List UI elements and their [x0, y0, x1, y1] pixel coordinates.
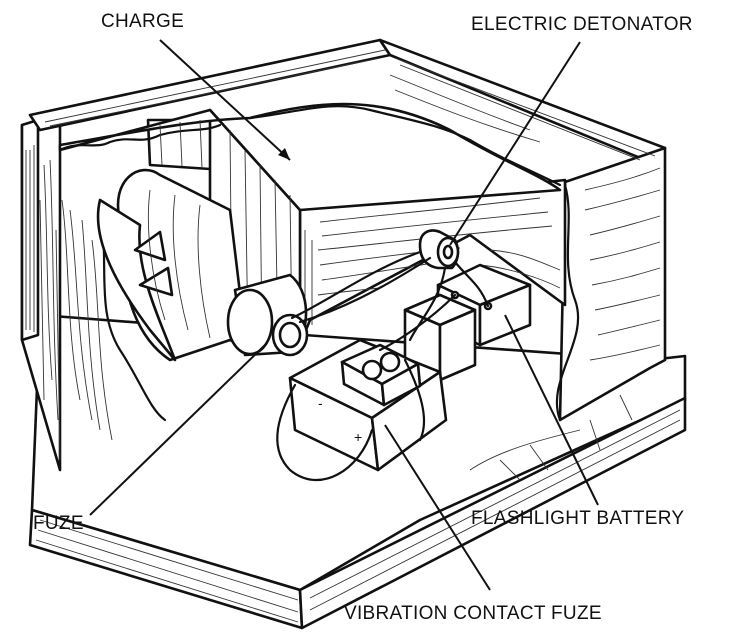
- wood-grain-base: [35, 394, 681, 623]
- wire-loop-vcf: [276, 383, 374, 482]
- wood-grain-right: [584, 167, 661, 361]
- detonator-hole: [442, 244, 454, 260]
- wire-vcf-side: [403, 358, 426, 442]
- leader-fuze: [89, 344, 266, 516]
- battery2-side: [438, 308, 477, 382]
- wire-fuze-detonator-2: [298, 256, 432, 324]
- label-fuze: FUZE: [33, 513, 84, 534]
- leader-lines: [89, 39, 599, 591]
- torn-edge-left: [58, 123, 222, 152]
- fuze-shoulder: [226, 288, 274, 356]
- wiring: [276, 250, 490, 482]
- label-flashlight-battery: FLASHLIGHT BATTERY: [471, 508, 685, 529]
- leader-vcf: [384, 424, 491, 591]
- fuze-assembly: [226, 273, 309, 357]
- torn-edge-right: [555, 183, 580, 422]
- label-vibration-contact-fuze: VIBRATION CONTACT FUZE: [344, 603, 602, 624]
- wooden-box: [20, 38, 687, 630]
- label-electric-detonator: ELECTRIC DETONATOR: [471, 14, 693, 35]
- charge-cavity: [58, 102, 562, 212]
- label-charge: CHARGE: [101, 11, 185, 32]
- electric-detonator: [418, 229, 460, 270]
- wood-grain-left: [25, 145, 113, 461]
- charge-cylinder: [96, 168, 247, 362]
- vcf-plus: +: [354, 429, 362, 445]
- vcf-minus: -: [318, 395, 323, 411]
- wire-battery-vcf: [378, 293, 457, 352]
- vibration-contact-fuze: - +: [288, 338, 448, 472]
- flashlight-battery: [403, 263, 532, 382]
- fuze-cap-inner: [278, 321, 302, 349]
- box-base-side: [298, 396, 687, 630]
- leader-detonator: [449, 41, 581, 246]
- wire-fuze-detonator: [290, 250, 422, 320]
- leader-charge: [159, 39, 291, 161]
- torn-edge-back: [248, 105, 562, 187]
- leader-charge-arrow: [278, 148, 290, 160]
- vcf-ball-1: [361, 359, 383, 381]
- wire-detonator-battery: [453, 260, 490, 308]
- wire-detonator-battery-2: [408, 266, 447, 342]
- vcf-ball-2: [379, 351, 401, 373]
- charge-fin: [96, 198, 177, 362]
- leader-battery: [504, 314, 599, 506]
